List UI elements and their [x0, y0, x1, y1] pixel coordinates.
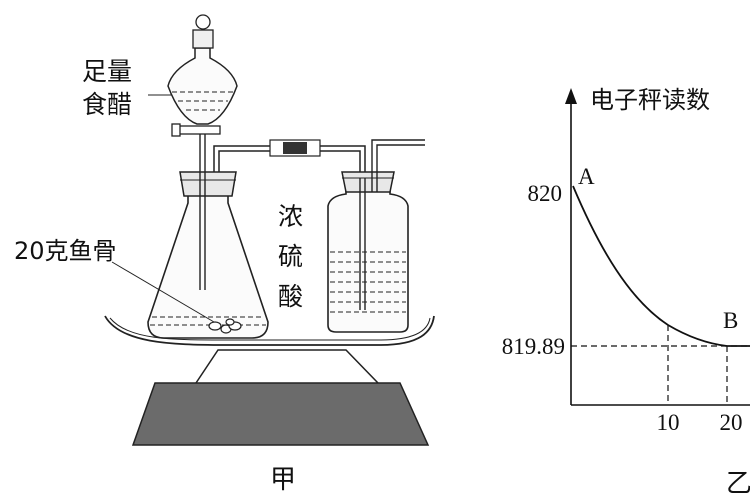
x-tick-20: 20: [720, 410, 743, 435]
outlet-tube: [371, 139, 425, 192]
point-label-b: B: [723, 308, 738, 333]
graph: 电子秤读数 820 819.89 10 20 A B 乙: [502, 86, 750, 499]
funnel-stopcock: [177, 125, 221, 135]
stopcock-handle: [171, 123, 181, 137]
flask-stopper: [179, 171, 237, 197]
rubber-connector-dark: [283, 142, 307, 154]
funnel-stopper-knob: [195, 14, 211, 30]
gas-washing-bottle: [327, 188, 409, 333]
scale-pan: [104, 315, 435, 346]
burner-base: [131, 382, 430, 446]
label-vinegar-line1: 足量: [82, 57, 132, 86]
y-tick-820: 820: [528, 181, 563, 206]
label-acid-char2: 硫: [278, 242, 303, 271]
label-acid-char3: 酸: [278, 282, 303, 311]
bone-leader-line: [111, 261, 215, 323]
caption-graph: 乙: [726, 469, 750, 499]
conical-flask: [147, 190, 269, 339]
y-axis-label: 电子秤读数: [590, 86, 710, 114]
x-tick-10: 10: [657, 410, 680, 435]
label-vinegar-line2: 食醋: [82, 90, 132, 119]
fish-bone-pieces: [208, 318, 242, 334]
caption-apparatus: 甲: [270, 465, 296, 495]
y-axis-arrow: [565, 88, 577, 104]
funnel-stopper: [192, 29, 214, 49]
bottle-stopper: [341, 171, 395, 193]
label-fish-bone: 20克鱼骨: [14, 237, 117, 265]
data-curve: [572, 185, 750, 347]
sulfuric-acid-liquid: [330, 251, 406, 313]
burner-stand: [195, 349, 379, 384]
label-acid-char1: 浓: [278, 202, 303, 231]
separatory-funnel: [167, 47, 238, 125]
outlet-tube-inner: [376, 144, 425, 192]
y-tick-819-89: 819.89: [502, 334, 565, 359]
point-label-a: A: [578, 164, 595, 189]
scale-pan-inner: [109, 317, 431, 341]
